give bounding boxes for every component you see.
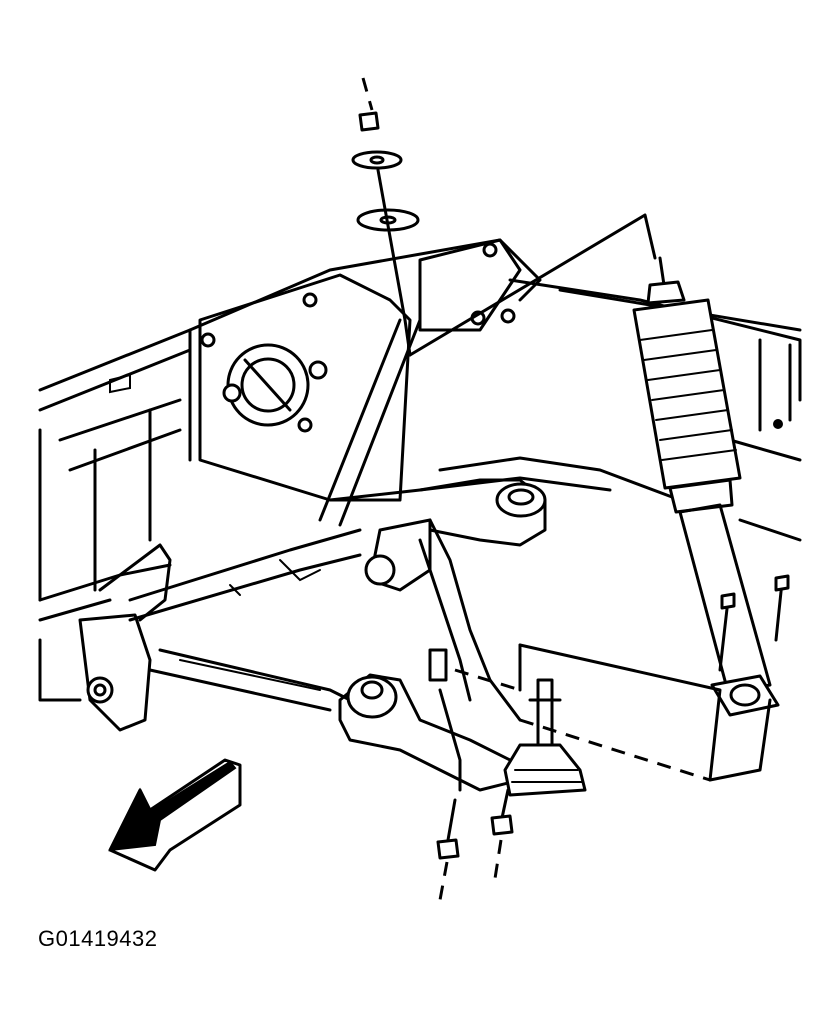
figure-code-label: G01419432 <box>38 926 158 951</box>
front-direction-arrow-icon <box>108 758 242 872</box>
lower-nuts <box>436 788 514 901</box>
shock-absorber <box>632 256 780 717</box>
shock-bolts <box>718 574 790 672</box>
upper-mount-hardware <box>351 77 420 322</box>
upper-control-arm <box>328 478 547 592</box>
crossmember-bracket <box>188 238 522 502</box>
lower-rail <box>128 528 362 712</box>
ball-joint <box>503 678 587 797</box>
leader-lines <box>318 213 772 782</box>
